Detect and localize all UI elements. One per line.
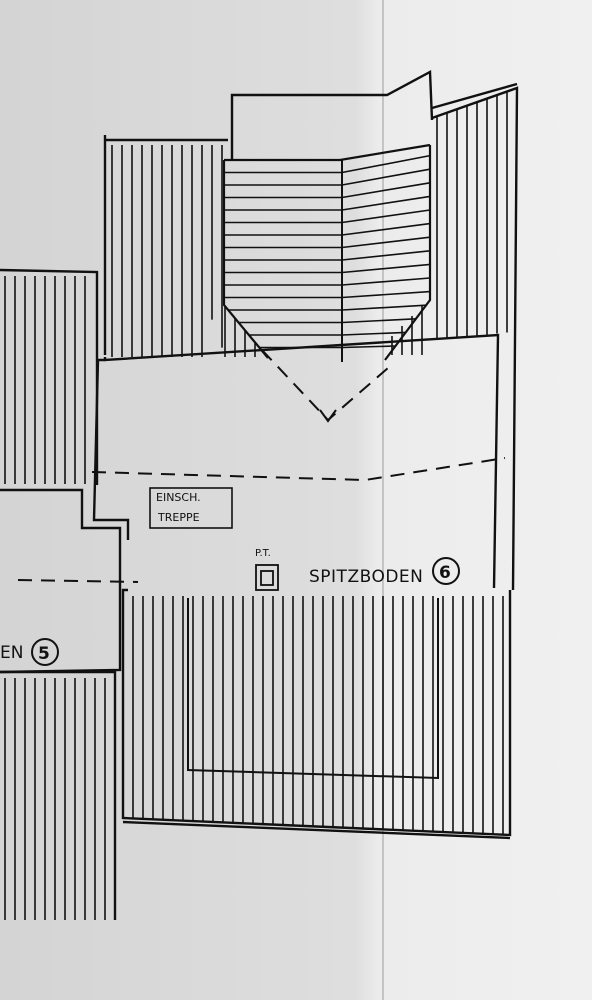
- roof-hatch-left: [4, 276, 86, 484]
- stair-tread: [341, 209, 431, 224]
- stair-label-line1: EINSCH.: [156, 491, 201, 504]
- stair-tread: [341, 222, 431, 236]
- stair-tread: [341, 304, 427, 311]
- stair-tread: [341, 290, 431, 299]
- stair-tread: [341, 154, 431, 174]
- stair-tread: [341, 236, 431, 249]
- stair-tread: [341, 195, 431, 211]
- roof-hatch-top-right: [391, 91, 508, 355]
- stair-label-box: [149, 487, 233, 529]
- hatch-label: P.T.: [255, 548, 271, 559]
- stair-tread: [341, 318, 416, 324]
- room-number-circle: [432, 557, 460, 585]
- stair-tread: [341, 168, 431, 186]
- roof-hatch-bottom: [132, 596, 504, 835]
- room-label: SPITZBODEN: [309, 567, 423, 587]
- left-room-number-circle: [31, 638, 59, 666]
- stair-label-line2: TREPPE: [157, 511, 200, 524]
- staircase: [222, 143, 432, 362]
- stair-tread: [341, 277, 431, 286]
- stair-tread: [341, 182, 431, 199]
- stair-tread: [341, 345, 396, 349]
- stair-tread: [341, 331, 406, 336]
- left-room-label: EN: [0, 643, 23, 663]
- left-room-number: 5: [38, 644, 50, 664]
- roof-hatch-bottom-left: [4, 678, 106, 920]
- stair-tread: [341, 263, 431, 274]
- stair-arrow-icon: [319, 409, 337, 423]
- stair-tread: [341, 250, 431, 261]
- roof-hatch-top-left: [111, 145, 256, 357]
- roof-hatch-icon: [255, 564, 279, 591]
- room-number: 6: [439, 563, 451, 583]
